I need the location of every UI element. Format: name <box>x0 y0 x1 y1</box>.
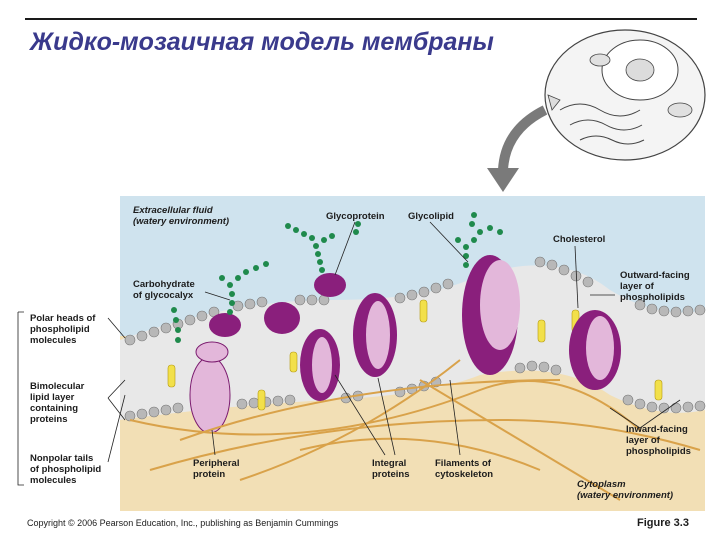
label-line: containing <box>30 403 79 414</box>
label-polar-heads: Polar heads of phospholipid molecules <box>30 313 95 346</box>
figure-number: Figure 3.3 <box>637 517 689 529</box>
label-line: protein <box>193 469 226 480</box>
label-nonpolar-tails: Nonpolar tails of phospholipid molecules <box>30 453 101 486</box>
label-line: Cytoplasm <box>577 479 626 490</box>
label-line: Peripheral <box>193 458 240 469</box>
label-line: of glycocalyx <box>133 290 194 301</box>
label-extracellular-fluid: Extracellular fluid (watery environment) <box>133 205 229 227</box>
leader-lines <box>107 221 681 463</box>
label-line: phospholipids <box>626 446 691 457</box>
glycocalyx-chains <box>171 212 503 343</box>
label-line: (watery environment) <box>577 490 674 501</box>
label-glycolipid: Glycolipid <box>408 211 454 222</box>
cytoskeleton-filaments <box>129 359 701 501</box>
label-line: Nonpolar tails <box>30 453 94 464</box>
cell-sketch <box>544 29 706 161</box>
label-line: Extracellular fluid <box>133 205 213 216</box>
label-bimolecular-lipid-layer: Bimolecular lipid layer containing prote… <box>30 381 84 425</box>
label-cytoplasm: Cytoplasm (watery environment) <box>577 479 673 501</box>
page-title: Жидко-мозаичная модель мембраны <box>30 28 494 56</box>
label-line: layer of <box>620 281 654 292</box>
zoom-arrow-head <box>487 168 519 192</box>
label-line: of phospholipid <box>30 464 102 475</box>
label-line: layer of <box>626 435 660 446</box>
label-outward-facing-layer: Outward-facing layer of phospholipids <box>620 270 690 303</box>
label-line: Inward-facing <box>626 424 688 435</box>
zoom-arrow <box>498 105 548 171</box>
label-line: proteins <box>30 414 68 425</box>
label-line: Filaments of <box>435 458 491 469</box>
title-rule <box>25 18 697 20</box>
label-line: Outward-facing <box>620 270 690 281</box>
label-integral-proteins: Integral proteins <box>372 458 409 480</box>
membrane-proteins <box>189 255 621 434</box>
label-carbohydrate-glycocalyx: Carbohydrate of glycocalyx <box>133 279 195 301</box>
label-line: lipid layer <box>30 392 75 403</box>
label-cholesterol: Cholesterol <box>553 234 606 245</box>
label-line: Integral <box>372 458 407 469</box>
label-line: (watery environment) <box>133 216 230 227</box>
left-label-bracket <box>17 311 24 486</box>
label-line: Polar heads of <box>30 313 96 324</box>
label-line: molecules <box>30 335 77 346</box>
label-line: Carbohydrate <box>133 279 195 290</box>
label-line: cytoskeleton <box>435 469 494 480</box>
label-glycoprotein: Glycoprotein <box>326 211 385 222</box>
outer-polar-heads <box>124 256 706 346</box>
label-filaments-cytoskeleton: Filaments of cytoskeleton <box>435 458 493 480</box>
label-inward-facing-layer: Inward-facing layer of phospholipids <box>626 424 691 457</box>
label-line: phospholipids <box>620 292 685 303</box>
label-line: proteins <box>372 469 410 480</box>
label-line: Bimolecular <box>30 381 85 392</box>
label-line: molecules <box>30 475 77 486</box>
label-line: phospholipid <box>30 324 90 335</box>
label-peripheral-protein: Peripheral protein <box>193 458 239 480</box>
copyright-notice: Copyright © 2006 Pearson Education, Inc.… <box>27 518 339 528</box>
